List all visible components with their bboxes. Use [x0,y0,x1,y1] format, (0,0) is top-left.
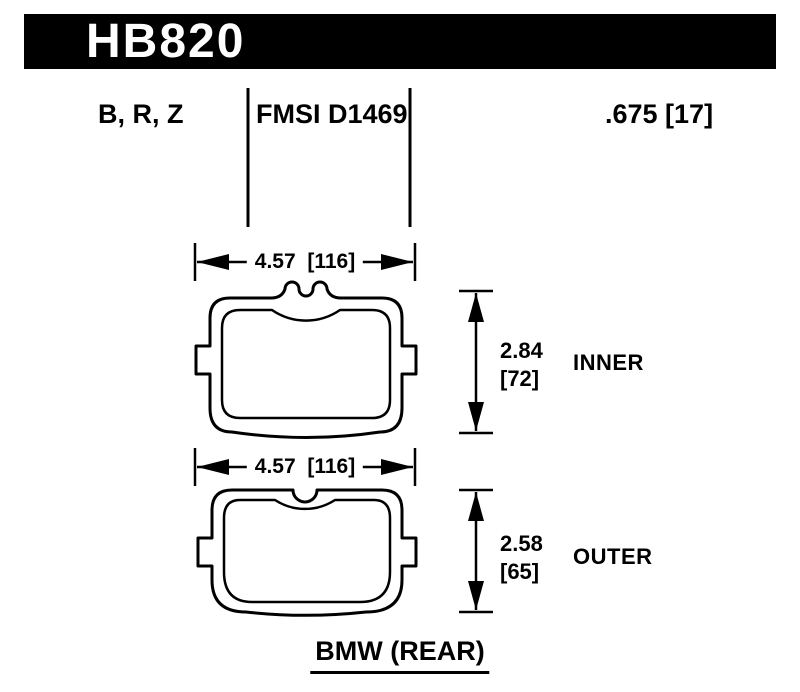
outer-height-inches: 2.58 [500,531,543,556]
outer-height-mm: [65] [500,559,540,584]
arrowhead-up-icon [468,293,484,322]
inner-pad-friction-outline [220,308,392,420]
outer-pad-outline [196,488,418,617]
arrowhead-down-icon [468,581,484,610]
header-bar: HB820 [24,14,776,69]
arrowhead-left-icon [197,459,229,475]
arrowhead-up-icon [468,492,484,521]
arrowhead-right-icon [381,459,413,475]
arrowhead-right-icon [381,254,413,270]
inner-pad-outline [194,280,418,440]
inner-height-inches: 2.84 [500,338,543,363]
vehicle-label: BMW (REAR) [310,636,490,674]
outer-pad-label: OUTER [573,544,653,569]
inner-height-mm: [72] [500,366,540,391]
inner-width-value: 4.57 [116] [246,250,364,274]
arrowhead-down-icon [468,402,484,431]
column-dividers [246,88,412,227]
fmsi-number: FMSI D1469 [256,99,408,129]
pad-thickness: .675 [17] [605,99,714,129]
outer-pad-friction-outline [222,498,392,604]
inner-pad-label: INNER [573,350,644,375]
outer-width-value: 4.57 [116] [246,455,364,479]
compound-codes: B, R, Z [98,99,184,129]
arrowhead-left-icon [197,254,229,270]
part-number: HB820 [86,14,246,68]
